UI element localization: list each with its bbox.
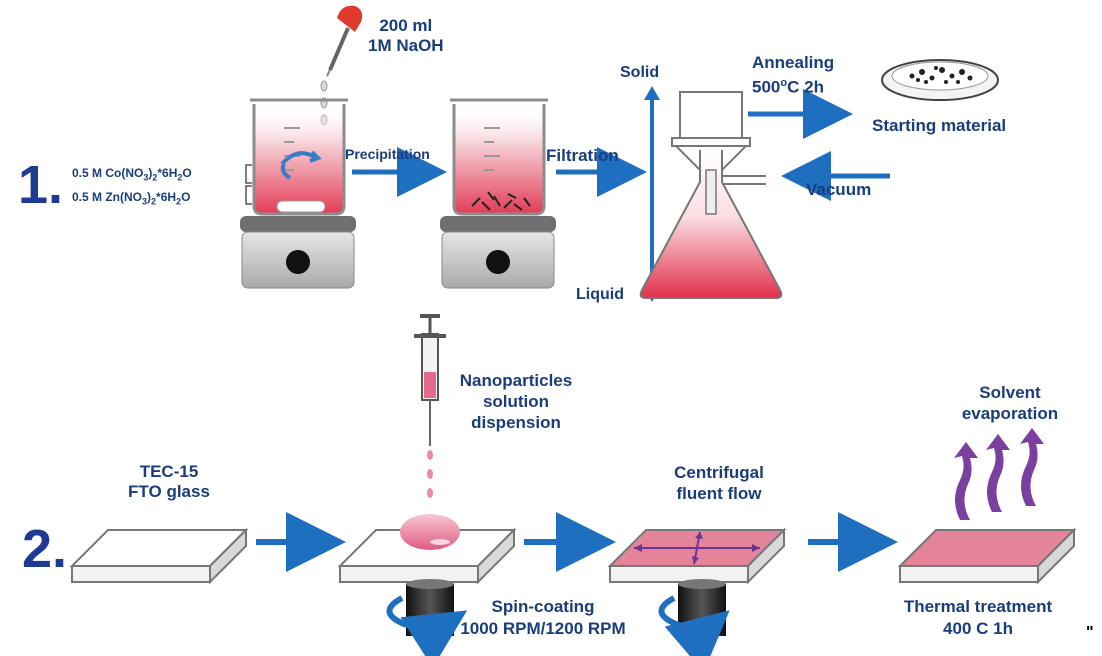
dispension-line2: solution: [482, 392, 550, 411]
starting-material-label: Starting material: [872, 116, 1007, 135]
glass-with-drop: [337, 514, 517, 585]
precipitation-label: Precipitation: [345, 146, 430, 162]
thermal-conditions: 400 C 1h: [943, 619, 1013, 638]
solution-drops: [427, 450, 433, 498]
precursor-brackets: [245, 164, 252, 205]
flow-label: Centrifugal fluent flow: [660, 462, 778, 504]
reagent-name: 1M NaOH: [368, 36, 444, 55]
fto-glass-slab: [69, 527, 249, 585]
spin-coating-label: Spin-coating 1000 RPM/1200 RPM: [448, 596, 638, 640]
flow-line2: fluent flow: [676, 484, 762, 503]
precursor-zn: 0.5 M Zn(NO3)2*6H2O: [72, 190, 191, 207]
flow-line1: Centrifugal: [674, 463, 764, 482]
filtration-flask: [639, 91, 783, 299]
pipette-icon: [326, 5, 363, 77]
evaporation-label: Solvent evaporation: [950, 382, 1070, 424]
beaker-with-precipitate: [440, 98, 556, 289]
dish-icon: [881, 59, 999, 101]
glass-label: TEC-15 FTO glass: [114, 462, 224, 502]
dispension-label: Nanoparticles solution dispension: [436, 370, 596, 433]
glass-name: FTO glass: [128, 482, 210, 501]
thermal-title: Thermal treatment: [903, 597, 1053, 616]
evaporation-line1: Solvent: [979, 383, 1041, 402]
vacuum-label: Vacuum: [806, 180, 872, 199]
annealing-title: Annealing: [752, 53, 835, 72]
reagent-volume: 200 ml: [379, 16, 433, 35]
annealing-label: Annealing 500oC 2h: [752, 52, 834, 98]
glass-type: TEC-15: [139, 462, 199, 481]
dispension-line1: Nanoparticles: [459, 371, 573, 390]
spin-title: Spin-coating: [491, 597, 595, 616]
spin-speed: 1000 RPM/1200 RPM: [460, 619, 626, 638]
rotation-arrow-icon: [386, 595, 468, 656]
syringe-icon: [414, 314, 446, 446]
reagent-label: 200 ml 1M NaOH: [368, 16, 444, 56]
step-1-number: 1.: [18, 155, 64, 215]
thermal-label: Thermal treatment 400 C 1h: [880, 596, 1076, 640]
stray-mark: ": [1086, 624, 1094, 641]
evaporation-arrows-icon: [954, 428, 1044, 520]
step-2-number: 2.: [22, 519, 68, 579]
coated-glass-flow: [607, 527, 787, 585]
annealing-conditions: 500oC 2h: [752, 77, 824, 97]
beaker-with-stirrer: [240, 98, 356, 289]
precursor-co: 0.5 M Co(NO3)2*6H2O: [72, 166, 192, 183]
filtration-label: Filtration: [546, 146, 619, 165]
dispension-line3: dispension: [471, 413, 561, 432]
liquid-label: Liquid: [576, 286, 624, 303]
annealed-glass: [897, 527, 1077, 585]
evaporation-line2: evaporation: [961, 404, 1059, 423]
solid-label: Solid: [620, 64, 660, 81]
rotation-arrow-icon-2: [658, 595, 730, 656]
